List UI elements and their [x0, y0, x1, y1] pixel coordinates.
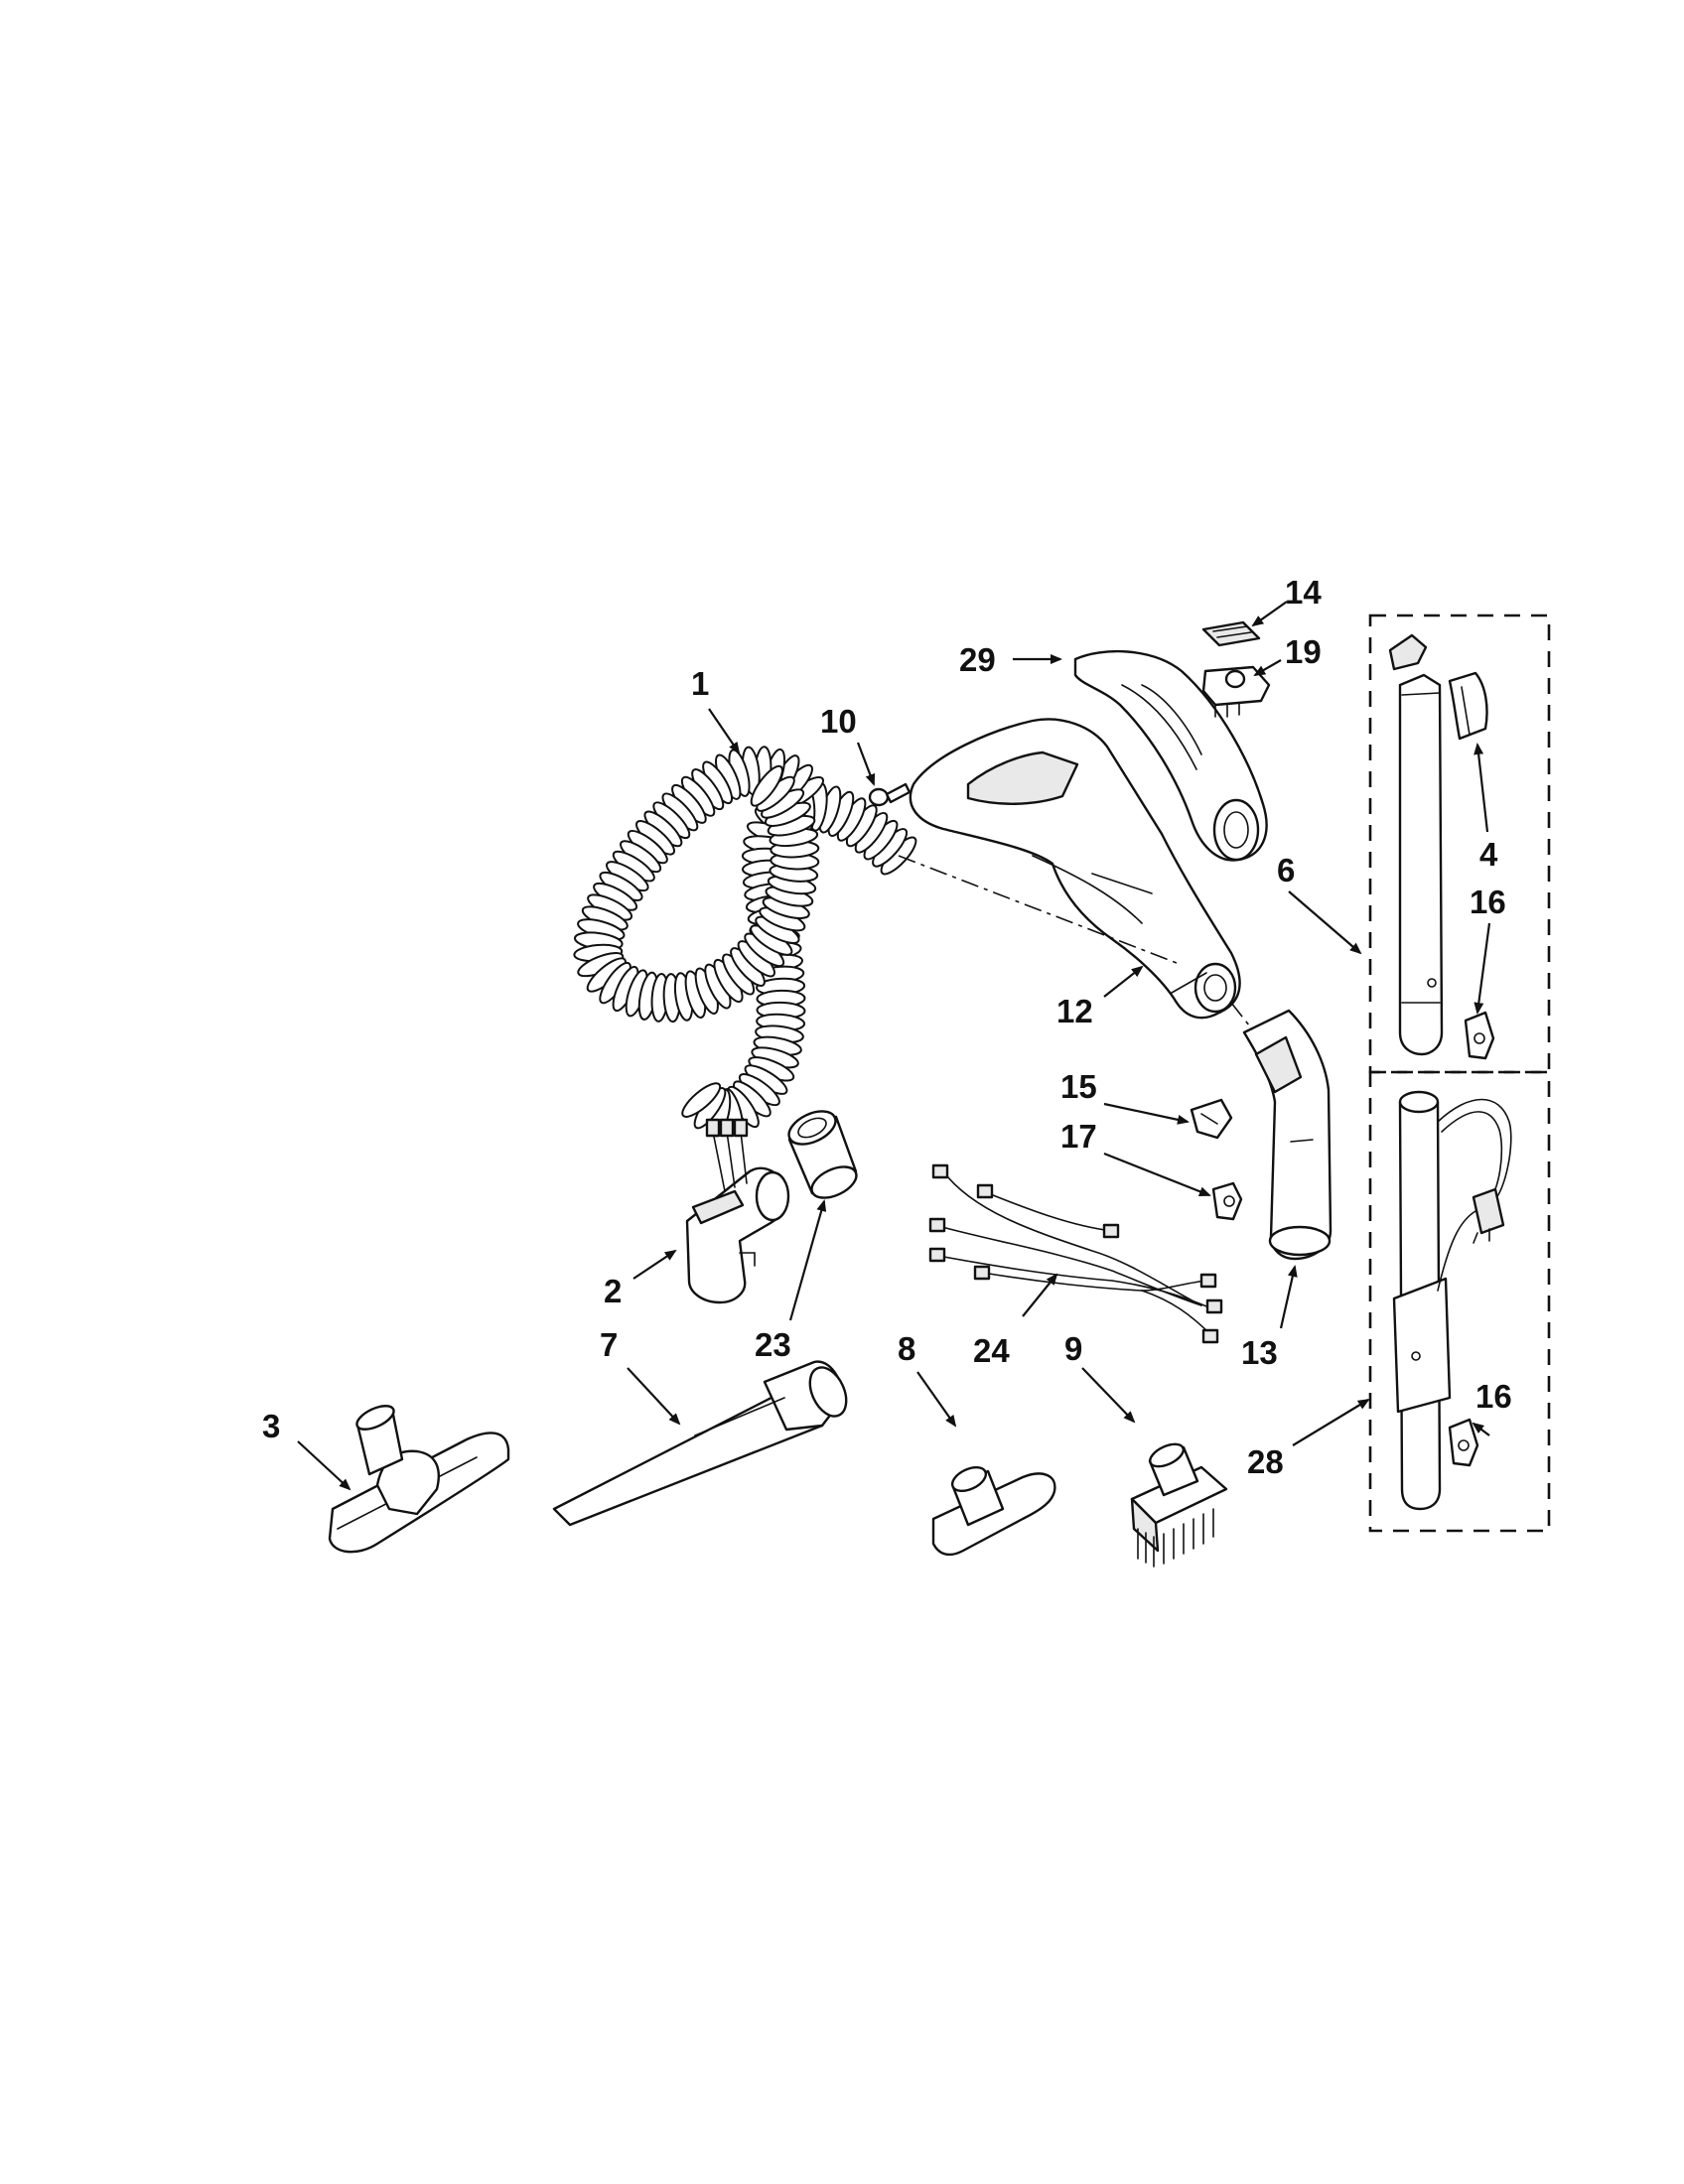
callout-labels: 1 2 3 4 6 7 8 9 10 12 13 14 15 16 16 17 …	[262, 574, 1512, 1480]
leader-lines	[297, 601, 1491, 1491]
switch-part-19	[1201, 665, 1271, 718]
upholstery-tool-part-8	[931, 1465, 1056, 1557]
callout-4: 4	[1479, 836, 1498, 873]
callout-7: 7	[600, 1326, 618, 1363]
callout-15: 15	[1060, 1068, 1097, 1105]
hose-cuff-part-2	[685, 1118, 790, 1304]
callout-9: 9	[1064, 1330, 1082, 1367]
clip-part-15	[1190, 1098, 1233, 1140]
assembly-28-box	[1368, 1070, 1551, 1533]
callout-24: 24	[973, 1332, 1010, 1369]
callout-23: 23	[755, 1326, 791, 1363]
callout-1: 1	[691, 665, 709, 702]
bracket-part-17	[1211, 1181, 1243, 1221]
upper-wand-part-6	[1388, 633, 1444, 1056]
callout-10: 10	[820, 703, 857, 740]
crevice-tool-part-7	[552, 1360, 848, 1527]
handle-body-part-12	[909, 718, 1241, 1020]
brush-tool-part-9	[1130, 1442, 1228, 1568]
callout-12: 12	[1056, 993, 1093, 1029]
wand-clip-part-4	[1448, 671, 1488, 741]
assembly-centerline	[898, 855, 1178, 964]
callout-28: 28	[1247, 1443, 1284, 1480]
callout-17: 17	[1060, 1118, 1097, 1155]
callout-16b: 16	[1475, 1378, 1512, 1415]
hose-ring	[681, 1082, 722, 1118]
wand-elbow-part-13	[1242, 1009, 1333, 1261]
hose-part-1	[573, 746, 917, 1138]
callout-13: 13	[1241, 1334, 1278, 1371]
callout-3: 3	[262, 1408, 280, 1444]
callout-29: 29	[959, 641, 996, 678]
lower-wand-part-28	[1392, 1090, 1512, 1511]
callout-16a: 16	[1470, 884, 1506, 920]
screw-part-10	[868, 782, 912, 807]
callout-6: 6	[1277, 852, 1295, 888]
wiring-harness-part-24	[928, 1163, 1223, 1344]
handle-shell-part-29	[1073, 650, 1268, 862]
clip-part-16-upper	[1464, 1011, 1495, 1060]
floor-tool-part-3	[328, 1405, 510, 1554]
hose-ring	[750, 764, 783, 807]
callout-14: 14	[1285, 574, 1322, 611]
callout-8: 8	[898, 1330, 915, 1367]
callout-19: 19	[1285, 633, 1322, 670]
coupling-part-23	[787, 1110, 858, 1199]
clip-part-14	[1201, 620, 1261, 647]
callout-2: 2	[604, 1273, 622, 1309]
clip-part-16-lower	[1448, 1418, 1479, 1467]
